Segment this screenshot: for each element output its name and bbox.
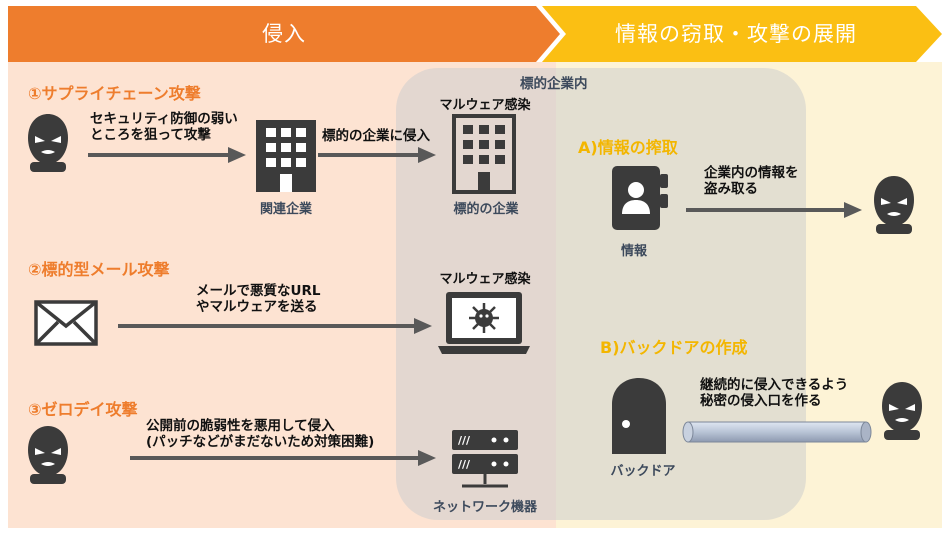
svg-text:///: /// [458,434,471,447]
envelope-icon [34,300,98,346]
expansion-heading: 情報の窃取・攻撃の展開 [615,22,857,46]
supply-chain-desc: セキュリティ防御の弱い ところを狙って攻撃 [90,111,238,143]
tunnel-pipe [682,421,872,443]
building-icon [256,120,316,192]
target-company-label: 標的の企業 [453,202,519,217]
attacker-icon [882,382,922,440]
backdoor-icon [612,378,666,454]
theft-title: A)情報の搾取 [578,138,678,157]
backdoor-label: バックドア [610,464,676,479]
attacker-icon [28,426,68,484]
svg-text:///: /// [458,458,471,471]
backdoor-desc: 継続的に侵入できるよう 秘密の侵入口を作る [700,377,849,409]
zero-day-title: ③ゼロデイ攻撃 [28,400,138,419]
theft-desc: 企業内の情報を 盗み取る [704,165,799,197]
invade-label: 標的の企業に侵入 [322,128,430,144]
target-building-icon [452,114,516,194]
related-company-label: 関連企業 [259,202,312,217]
targeted-mail-desc: メールで悪質なURL やマルウェアを送る [196,283,321,315]
contact-book-icon [612,166,668,230]
attacker-icon [28,114,68,172]
header-banner [8,6,942,62]
attacker-icon [874,176,914,234]
intrusion-heading: 侵入 [262,22,306,46]
info-label: 情報 [620,244,647,259]
backdoor-title: B)バックドアの作成 [600,338,748,357]
network-device-label: ネットワーク機器 [432,500,537,515]
network-device-icon: /// /// [452,430,518,488]
targeted-mail-title: ②標的型メール攻撃 [28,260,170,279]
supply-chain-title: ①サプライチェーン攻撃 [28,84,201,103]
zero-day-desc: 公開前の脆弱性を悪用して侵入 (パッチなどがまだないため対策困難) [146,418,375,450]
malware-infection-label-2: マルウェア感染 [439,272,531,287]
malware-infection-label-1: マルウェア感染 [439,98,531,113]
infected-laptop-icon [438,292,530,354]
target-zone-label: 標的企業内 [520,76,588,92]
